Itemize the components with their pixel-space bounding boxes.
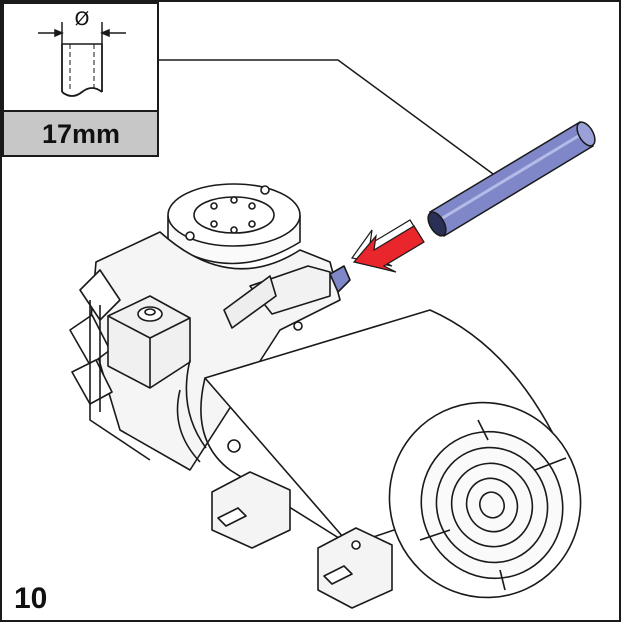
hose [427,120,596,238]
insert-arrow-icon [350,219,425,273]
hose-diameter-label: 17mm [41,118,121,149]
pipe-diameter-icon [38,22,126,97]
diameter-symbol: Ø [74,8,90,30]
leader-line [158,59,509,186]
spec-label-bg [2,110,159,157]
step-number: 10 [14,582,48,615]
pump-assembly [69,183,582,609]
